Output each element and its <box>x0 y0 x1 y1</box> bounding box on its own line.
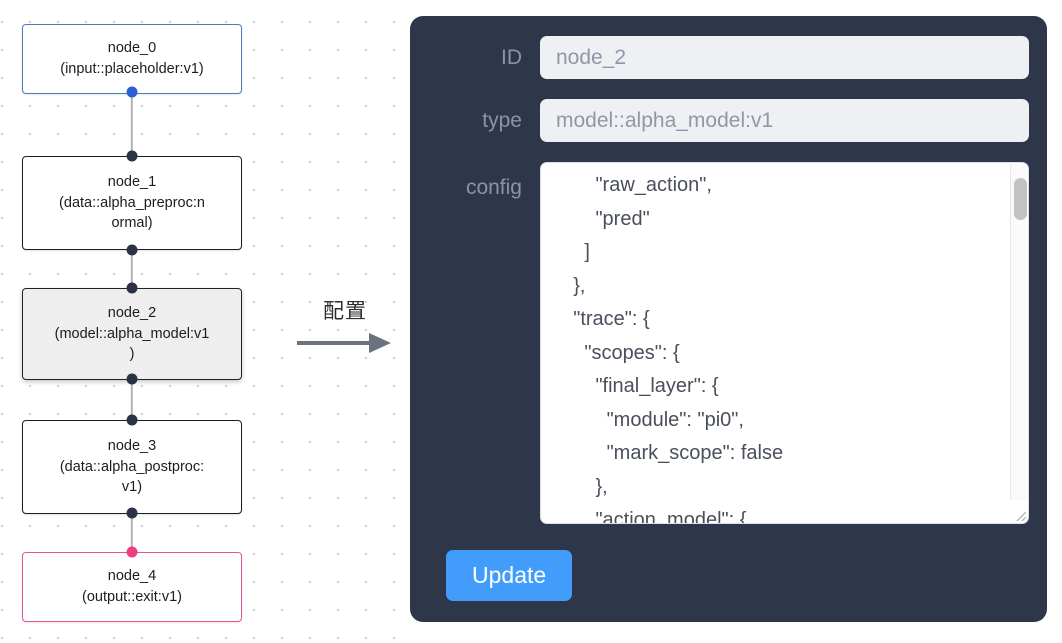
type-field-label: type <box>482 108 522 132</box>
update-button[interactable]: Update <box>446 550 573 601</box>
graph-node-node_4[interactable]: node_4 (output::exit:v1) <box>22 552 242 622</box>
config-field-row: config "raw_action", "pred" ] }, "trace"… <box>428 162 1029 524</box>
type-input[interactable] <box>540 99 1029 142</box>
config-textarea-wrapper: "raw_action", "pred" ] }, "trace": { "sc… <box>540 162 1029 524</box>
node-handle-node_2-target[interactable] <box>126 282 138 294</box>
resize-handle-icon[interactable] <box>1012 507 1026 521</box>
node-handle-node_2-source[interactable] <box>126 373 138 385</box>
graph-node-label: node_2 (model::alpha_model:v1 ) <box>54 305 210 363</box>
graph-node-label: node_0 (input::placeholder:v1) <box>60 40 204 77</box>
config-textarea[interactable]: "raw_action", "pred" ] }, "trace": { "sc… <box>540 162 1029 524</box>
graph-node-node_1[interactable]: node_1 (data::alpha_preproc:n ormal) <box>22 156 242 250</box>
config-panel: ID type config "raw_action", "pred" ] },… <box>410 16 1047 622</box>
edge-node1-node2 <box>130 248 134 290</box>
node-handle-node_1-source[interactable] <box>126 244 138 256</box>
id-input[interactable] <box>540 36 1029 79</box>
node-handle-node_3-target[interactable] <box>126 414 138 426</box>
node-handle-node_3-source[interactable] <box>126 507 138 519</box>
node-handle-node_4-target[interactable] <box>126 546 138 558</box>
node-handle-node_0-source[interactable] <box>126 86 138 98</box>
id-field-row: ID <box>428 36 1029 79</box>
arrow-right-icon <box>297 333 391 353</box>
edge-node2-node3 <box>130 378 134 422</box>
config-textarea-scroll-thumb[interactable] <box>1014 178 1027 220</box>
node-handle-node_1-target[interactable] <box>126 150 138 162</box>
edge-node3-node4 <box>130 512 134 554</box>
config-field-label: config <box>465 176 522 199</box>
edge-node0-node1 <box>130 92 134 158</box>
id-field-label: ID <box>501 45 522 69</box>
graph-node-node_2[interactable]: node_2 (model::alpha_model:v1 ) <box>22 288 242 380</box>
config-textarea-scrollbar[interactable] <box>1010 164 1027 500</box>
arrow-label: 配置 <box>323 299 367 323</box>
annotation-arrow-group: 配置 <box>295 295 395 365</box>
graph-node-label: node_4 (output::exit:v1) <box>82 568 182 605</box>
graph-node-node_0[interactable]: node_0 (input::placeholder:v1) <box>22 24 242 94</box>
graph-node-label: node_3 (data::alpha_postproc: v1) <box>59 438 205 496</box>
graph-canvas[interactable]: node_0 (input::placeholder:v1) node_1 (d… <box>0 0 400 643</box>
graph-node-label: node_1 (data::alpha_preproc:n ormal) <box>59 174 205 232</box>
type-field-row: type <box>428 99 1029 142</box>
graph-node-node_3[interactable]: node_3 (data::alpha_postproc: v1) <box>22 420 242 514</box>
